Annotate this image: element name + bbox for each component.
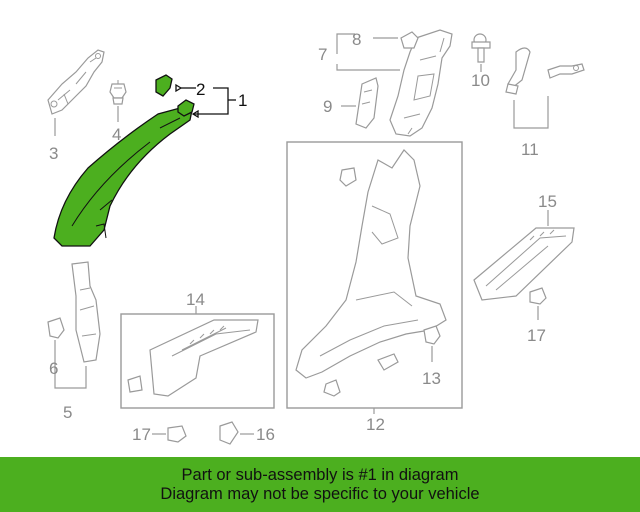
callout-13[interactable]: 13 [422,369,441,388]
callout-1[interactable]: 1 [238,91,247,110]
part-14-sill-garnish[interactable] [127,319,259,397]
banner-line-1: Part or sub-assembly is #1 in diagram [181,465,459,484]
info-banner: Part or sub-assembly is #1 in diagram Di… [0,457,640,512]
part-13-clip[interactable] [423,325,441,345]
part-16-clip[interactable] [219,421,239,445]
leader-11 [513,96,549,129]
callout-11[interactable]: 11 [521,140,539,159]
part-2-clip[interactable] [155,74,173,97]
callout-14[interactable]: 14 [186,290,205,309]
part-17-clip-right[interactable] [529,287,547,305]
callout-4[interactable]: 4 [112,125,121,144]
leader-5-6 [54,340,87,389]
part-4-bolt[interactable] [109,80,127,105]
part-1-pillar-trim[interactable] [53,99,195,247]
callout-2[interactable]: 2 [196,80,205,99]
part-17-clip-bottom[interactable] [167,425,187,443]
callout-9[interactable]: 9 [323,97,332,116]
leader-2-arrow [175,83,183,93]
callout-5[interactable]: 5 [63,403,72,422]
leader-1-bracket [193,87,229,115]
callout-3[interactable]: 3 [49,144,58,163]
part-11-handle[interactable] [505,47,585,95]
part-15-scuff-plate[interactable] [473,227,575,301]
callout-8[interactable]: 8 [352,30,361,49]
part-8-clip[interactable] [400,31,419,49]
leader-1-arrow [191,109,199,119]
callout-16[interactable]: 16 [256,425,275,444]
callout-7[interactable]: 7 [318,45,327,64]
banner-line-2: Diagram may not be specific to your vehi… [160,484,480,503]
part-12-pillar-lower-trim[interactable] [295,149,447,397]
callout-17-right[interactable]: 17 [527,326,546,345]
parts-diagram: 3 4 2 1 8 7 9 10 [47,29,585,445]
part-10-screw[interactable] [471,33,491,63]
callout-15[interactable]: 15 [538,192,557,211]
callout-17-bottom[interactable]: 17 [132,425,151,444]
part-14-frame [120,313,275,409]
part-9-trim-piece[interactable] [355,77,379,129]
callout-6[interactable]: 6 [49,359,58,378]
leader-7-8 [336,33,400,71]
callout-10[interactable]: 10 [471,71,490,90]
part-7-pillar-upper-trim[interactable] [389,29,453,137]
callout-12[interactable]: 12 [366,415,385,434]
part-3-bracket[interactable] [47,49,105,115]
part-6-clip[interactable] [47,317,65,339]
part-5-trim[interactable] [71,261,101,363]
